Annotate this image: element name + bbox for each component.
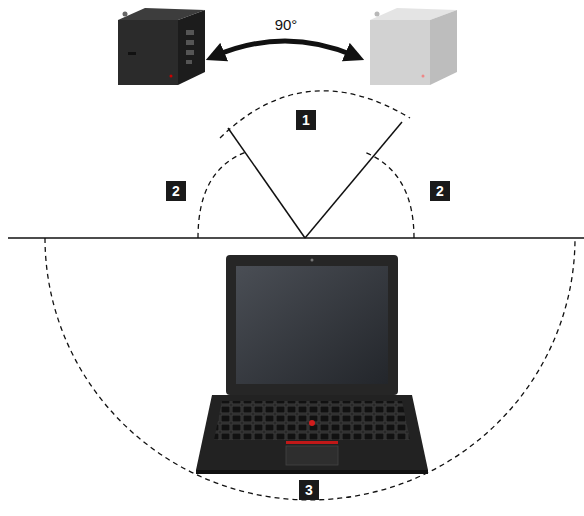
baseline (8, 237, 584, 239)
callout-number: 2 (430, 181, 450, 201)
angle-line (305, 122, 402, 238)
callout-number: 1 (296, 110, 316, 130)
angle-line (228, 128, 305, 238)
laptop (196, 255, 428, 474)
callout-number: 2 (166, 181, 186, 201)
callout-number: 3 (299, 480, 319, 500)
angle-label: 90° (268, 14, 304, 34)
dock-grey (370, 8, 457, 85)
rotation-arrow (215, 41, 355, 56)
dock-dark (118, 8, 205, 85)
zone-outlines (45, 91, 575, 500)
